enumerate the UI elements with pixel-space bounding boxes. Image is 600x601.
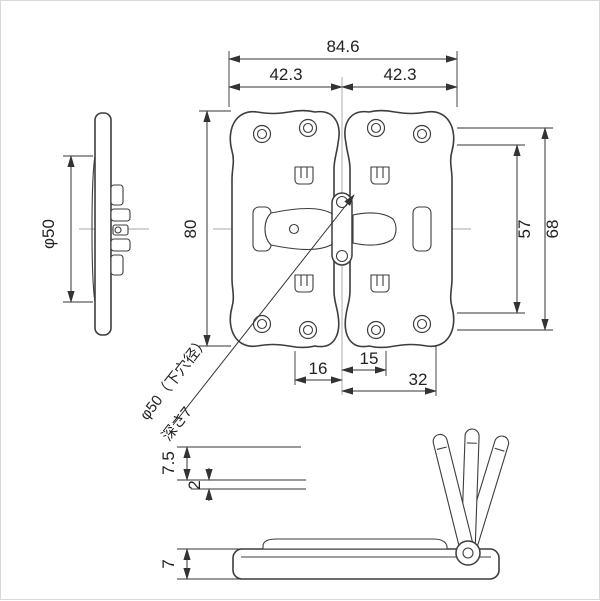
- spring-clip: [371, 167, 389, 184]
- screw-hole: [368, 120, 385, 137]
- dim-right-outer-label: 68: [543, 220, 562, 239]
- screw-hole: [254, 126, 271, 143]
- top-view: 84.6 42.3 42.3 80 57 68: [137, 37, 562, 444]
- dim-16-label: 16: [309, 359, 328, 378]
- dim-side-diameter-label: φ50: [39, 219, 58, 249]
- dim-right-inner-label: 57: [515, 220, 534, 239]
- side-view: φ50: [39, 113, 149, 335]
- dimension-front-7-5: 7.5: [159, 447, 306, 480]
- spring-clip: [295, 167, 313, 184]
- right-mount: [413, 207, 431, 251]
- screw-hole: [368, 322, 385, 339]
- screw-hole: [414, 316, 431, 333]
- dim-total-width-label: 84.6: [326, 37, 359, 56]
- dimension-bottom-15: 15: [342, 349, 386, 376]
- screw-hole: [254, 316, 271, 333]
- side-mechanism: [111, 185, 130, 275]
- dimension-right-68: 68: [457, 128, 562, 330]
- screw-hole: [300, 120, 317, 137]
- spring-clip: [295, 275, 313, 292]
- dim-7-label: 7: [159, 559, 178, 568]
- right-arm: [353, 213, 396, 245]
- spring-clip: [371, 275, 389, 292]
- dimension-front-7: 7: [159, 549, 241, 579]
- dim-2-label: 2: [185, 480, 204, 489]
- dim-32-label: 32: [409, 370, 428, 389]
- dimension-bottom-16: 16: [295, 351, 342, 385]
- closed-leaf: [263, 539, 447, 549]
- side-plate: [95, 113, 111, 335]
- dimension-height-80: 80: [181, 111, 231, 346]
- pilot-hole-note-line1: φ50（下穴径）: [137, 333, 213, 423]
- dim-half-right-label: 42.3: [383, 65, 416, 84]
- left-arm: [265, 209, 336, 250]
- dimension-front-2: 2: [185, 468, 306, 501]
- dim-15-label: 15: [360, 349, 379, 368]
- dim-height-label: 80: [181, 220, 200, 239]
- dim-half-left-label: 42.3: [269, 65, 302, 84]
- screw-hole: [414, 126, 431, 143]
- dimension-half-widths: 42.3 42.3: [229, 65, 457, 87]
- front-view: 7.5 2 7: [159, 429, 510, 579]
- dimension-total-width: 84.6: [229, 37, 457, 107]
- pilot-hole-note-line2: 深さ7: [159, 404, 196, 445]
- dim-7-5-label: 7.5: [159, 451, 178, 475]
- pivot-knuckle: [456, 541, 480, 565]
- screw-hole: [300, 322, 317, 339]
- hinge-pin: [337, 251, 348, 262]
